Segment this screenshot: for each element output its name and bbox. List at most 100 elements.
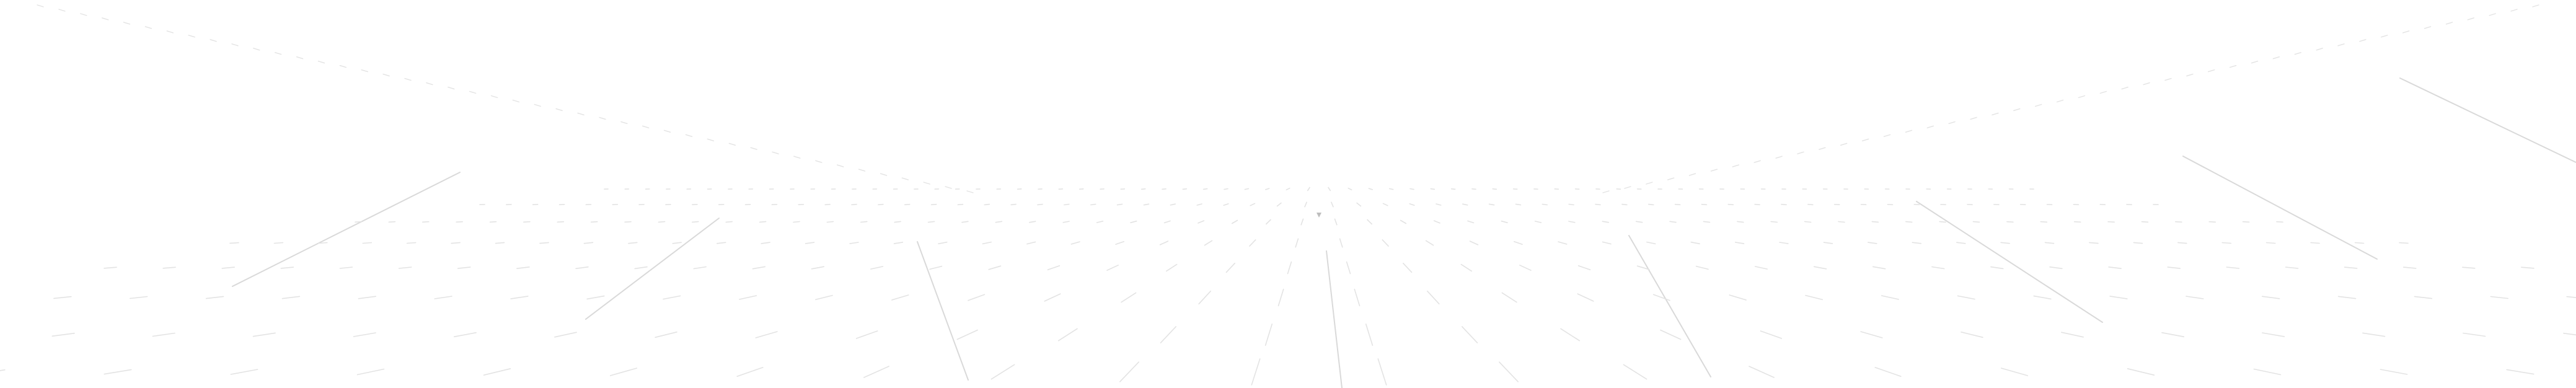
minor-tick bbox=[692, 221, 699, 223]
minor-tick bbox=[693, 266, 707, 270]
edge-tick bbox=[1753, 160, 1761, 163]
minor-tick bbox=[1577, 293, 1594, 302]
minor-tick bbox=[1287, 261, 1292, 275]
minor-tick bbox=[516, 266, 530, 270]
minor-tick bbox=[927, 221, 935, 223]
minor-tick bbox=[1202, 188, 1208, 190]
edge-tick bbox=[663, 130, 671, 133]
edge-tick bbox=[58, 9, 66, 12]
minor-tick bbox=[456, 221, 464, 223]
edge-tick bbox=[426, 82, 433, 86]
minor-tick bbox=[2186, 296, 2204, 299]
minor-tick bbox=[229, 242, 239, 244]
minor-tick bbox=[1331, 201, 1334, 208]
minor-tick bbox=[1070, 241, 1080, 245]
minor-tick bbox=[2242, 221, 2250, 223]
minor-tick bbox=[1636, 265, 1650, 270]
minor-tick bbox=[1382, 203, 1388, 206]
edge-tick bbox=[2207, 69, 2215, 73]
minor-tick bbox=[2563, 332, 2576, 336]
minor-tick bbox=[1354, 288, 1361, 307]
minor-tick bbox=[230, 369, 258, 375]
minor-tick bbox=[2061, 332, 2084, 338]
minor-tick bbox=[1499, 361, 1519, 382]
minor-tick bbox=[1231, 219, 1238, 224]
edge-tick bbox=[2532, 4, 2539, 7]
minor-tick bbox=[1501, 292, 1517, 303]
edge-tick bbox=[275, 51, 282, 55]
minor-tick bbox=[434, 296, 452, 299]
minor-tick bbox=[1264, 323, 1273, 346]
minor-tick bbox=[855, 330, 878, 339]
edge-tick bbox=[1797, 151, 1804, 154]
major-guide-line bbox=[232, 172, 461, 287]
minor-tick bbox=[752, 266, 765, 270]
minor-tick bbox=[1198, 290, 1211, 305]
minor-tick bbox=[717, 242, 726, 244]
minor-tick bbox=[1514, 240, 1523, 245]
edge-tick bbox=[2510, 9, 2518, 12]
minor-tick bbox=[1577, 265, 1591, 271]
minor-tick bbox=[1096, 221, 1104, 223]
minor-tick bbox=[104, 267, 117, 269]
edge-tick bbox=[1926, 125, 1934, 129]
minor-tick bbox=[1931, 266, 1945, 270]
minor-tick bbox=[1225, 262, 1235, 273]
minor-tick bbox=[1307, 187, 1310, 192]
minor-tick bbox=[406, 242, 417, 244]
edge-tick bbox=[620, 121, 628, 125]
edge-tick bbox=[2424, 26, 2432, 29]
edge-tick bbox=[2337, 43, 2345, 46]
minor-tick bbox=[1469, 240, 1479, 245]
edge-tick bbox=[1732, 164, 1740, 167]
edge-tick bbox=[210, 39, 217, 42]
edge-tick bbox=[382, 73, 390, 77]
minor-tick bbox=[1568, 221, 1576, 223]
minor-tick bbox=[860, 221, 868, 223]
minor-tick bbox=[162, 267, 176, 269]
minor-tick bbox=[1119, 361, 1139, 382]
edge-tick bbox=[166, 30, 174, 33]
edge-tick bbox=[685, 134, 693, 138]
edge-tick bbox=[2164, 77, 2172, 81]
minor-tick bbox=[1348, 187, 1352, 191]
edge-tick bbox=[2034, 104, 2042, 107]
minor-tick bbox=[495, 242, 505, 244]
minor-tick bbox=[1737, 221, 1744, 223]
minor-tick bbox=[1912, 242, 1921, 244]
minor-tick bbox=[1356, 202, 1362, 207]
edge-tick bbox=[2056, 99, 2064, 103]
minor-tick bbox=[280, 267, 294, 269]
minor-tick bbox=[982, 241, 992, 245]
minor-tick bbox=[1669, 221, 1677, 223]
minor-tick bbox=[1365, 323, 1374, 346]
edge-tick bbox=[296, 56, 304, 60]
minor-tick bbox=[2040, 221, 2048, 223]
minor-tick bbox=[1026, 241, 1036, 245]
minor-tick bbox=[2521, 267, 2534, 269]
minor-tick bbox=[1462, 203, 1468, 206]
minor-tick bbox=[1121, 292, 1137, 303]
minor-tick bbox=[805, 242, 815, 244]
edge-tick bbox=[512, 99, 520, 103]
minor-tick bbox=[968, 294, 986, 301]
minor-tick bbox=[628, 242, 638, 244]
minor-tick bbox=[2006, 221, 2014, 223]
minor-tick bbox=[1871, 221, 1879, 223]
minor-tick bbox=[1749, 366, 1775, 378]
minor-tick bbox=[1367, 219, 1372, 225]
edge-tick bbox=[2445, 22, 2453, 25]
minor-tick bbox=[2344, 267, 2358, 269]
minor-tick bbox=[2208, 221, 2216, 223]
minor-tick bbox=[634, 266, 648, 270]
minor-tick bbox=[355, 221, 362, 223]
minor-tick bbox=[1251, 358, 1261, 386]
minor-tick bbox=[398, 267, 412, 269]
edge-tick bbox=[923, 182, 930, 185]
minor-tick bbox=[2175, 221, 2182, 223]
minor-tick bbox=[421, 221, 430, 223]
edge-tick bbox=[2013, 108, 2021, 112]
minor-tick bbox=[1804, 221, 1812, 223]
edge-tick bbox=[448, 86, 455, 90]
minor-tick bbox=[1265, 188, 1270, 190]
